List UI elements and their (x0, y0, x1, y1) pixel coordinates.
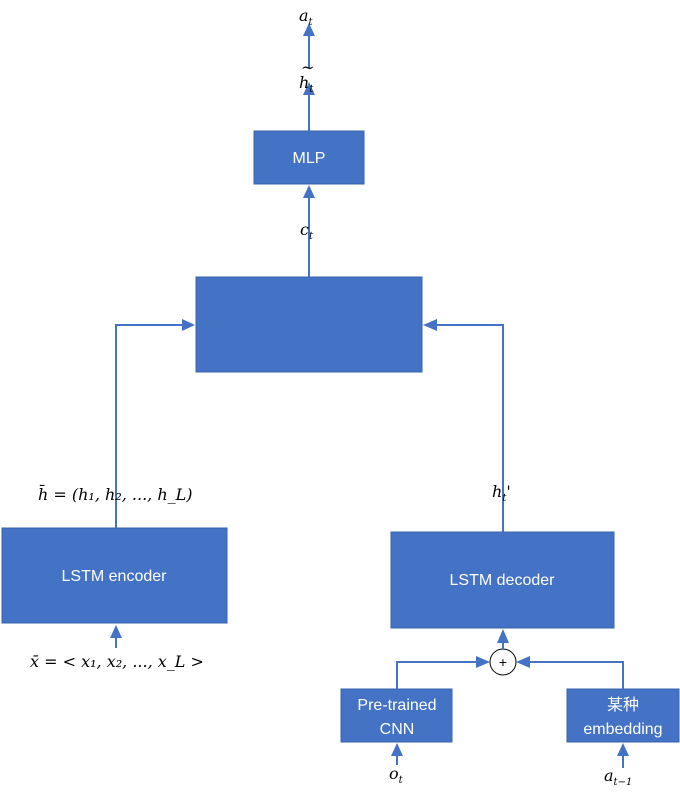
label-h-tilde-accent: ~ (301, 58, 314, 77)
embedding-box (566, 688, 680, 743)
label-o-t: ot (389, 764, 404, 786)
lstm-encoder-box (1, 527, 228, 624)
mlp-box (253, 130, 365, 185)
pretrained-cnn-box (340, 688, 453, 743)
arrowhead-ot-to-cnn (391, 743, 403, 756)
label-a-t-minus-1: at−1 (604, 766, 632, 788)
arrowhead-decoder-to-attention (423, 319, 437, 331)
embedding-label-line1: 某种 (607, 696, 639, 714)
arrowhead-x-to-encoder (110, 625, 122, 638)
mlp-label: MLP (293, 150, 326, 167)
arrowhead-encoder-to-attention (182, 319, 195, 331)
arrow-encoder-to-attention (115, 324, 182, 528)
arrow-cnn-to-sum (396, 661, 476, 689)
label-h-bar: h̄ = (h₁, h₂, ..., h_L) (38, 483, 193, 504)
pretrained-cnn-label-line2: CNN (380, 721, 415, 738)
label-x-bar: x̄ = < x₁, x₂, ..., x_L > (30, 652, 204, 671)
arrowhead-atminus1-to-embedding (617, 743, 629, 756)
arrow-embedding-to-sum (530, 661, 624, 689)
pretrained-cnn-label-line1: Pre-trained (357, 697, 436, 714)
arrowhead-sum-to-decoder (497, 629, 509, 643)
sum-node-symbol: + (499, 654, 507, 670)
label-c-t: ct (300, 220, 314, 242)
arrowhead-embedding-to-sum (516, 656, 530, 668)
lstm-encoder-label: LSTM encoder (62, 568, 168, 585)
embedding-label-line2: embedding (583, 721, 662, 738)
label-h-t-prime: ht' (492, 482, 511, 504)
arrowhead-mlp-to-htilde (303, 82, 315, 95)
arrowhead-attention-to-mlp (303, 185, 315, 198)
arrow-decoder-to-attention (437, 324, 504, 532)
arrowhead-htilde-to-at (303, 23, 315, 36)
label-a-t: at (299, 6, 314, 28)
arrowhead-cnn-to-sum (476, 656, 490, 668)
attention-box (195, 276, 423, 373)
lstm-decoder-label: LSTM decoder (450, 572, 556, 589)
label-h-tilde-t: ht (299, 73, 314, 95)
